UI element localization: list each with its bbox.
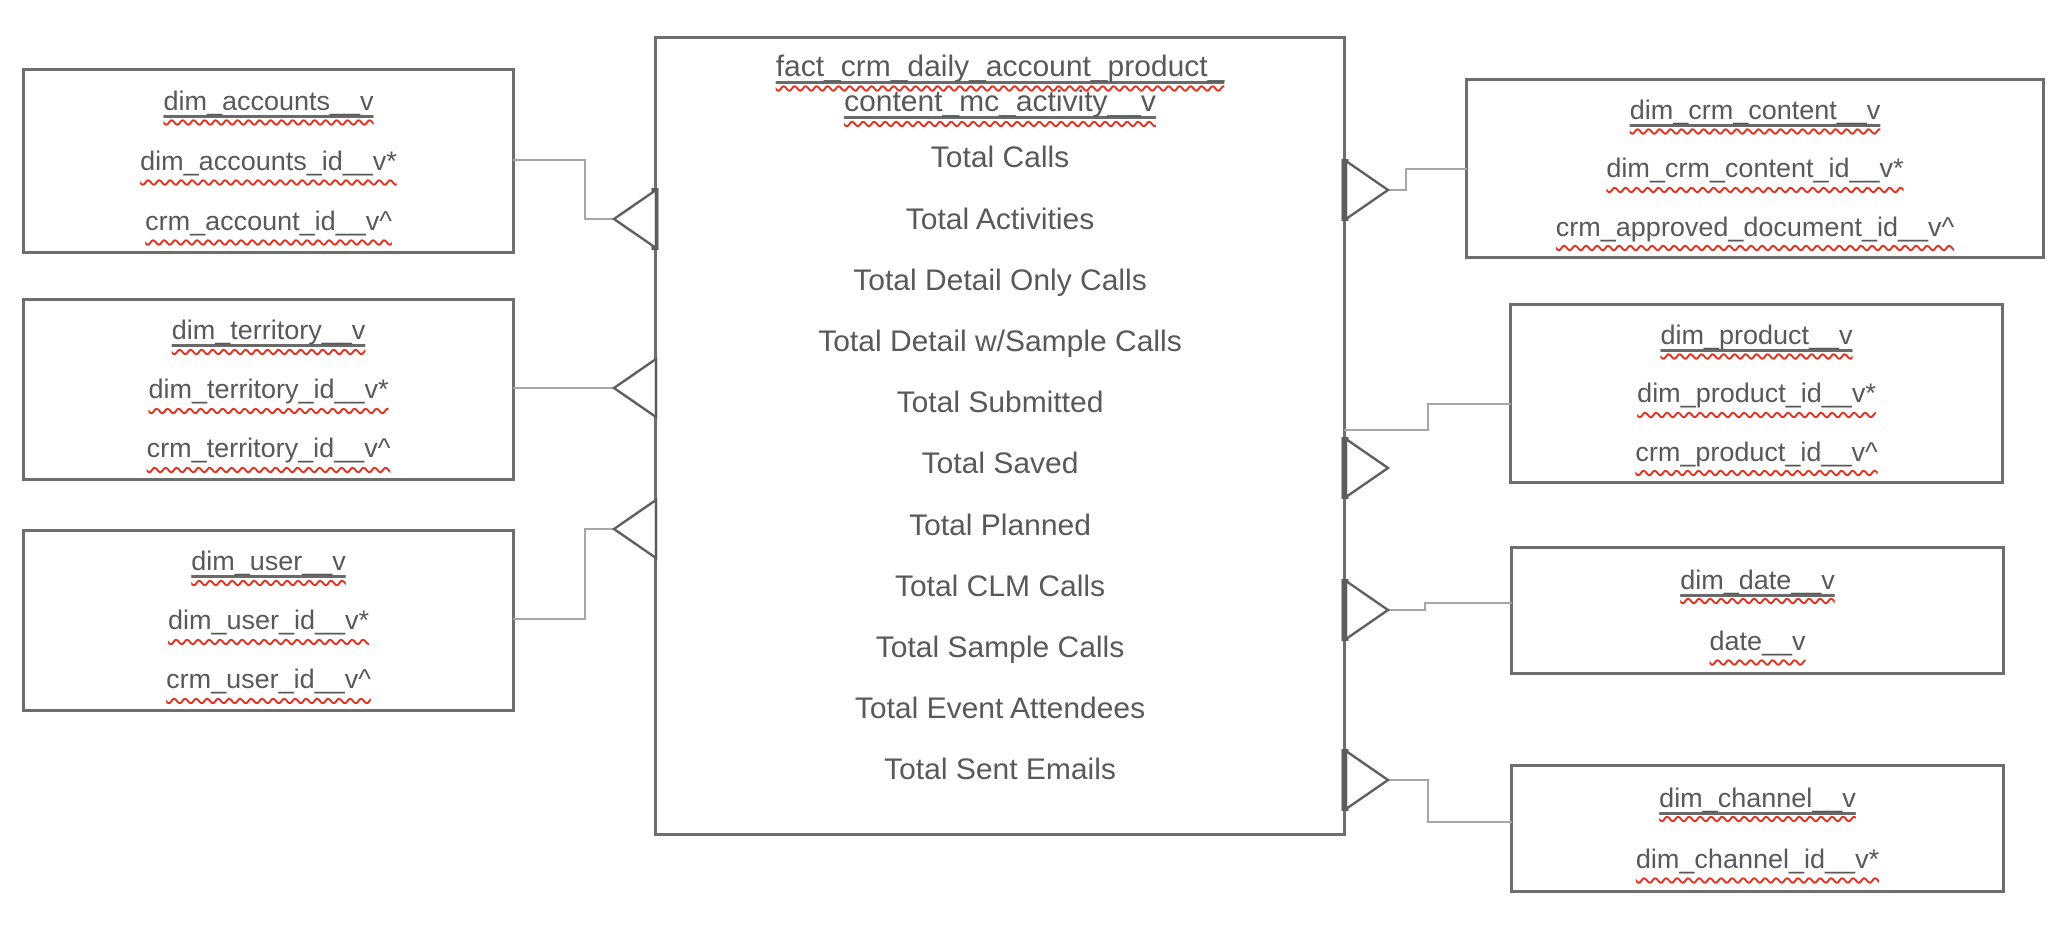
- many-marker-territory-icon: [611, 356, 658, 420]
- table-title: dim_crm_content__v: [1629, 94, 1881, 125]
- table-title: dim_user__v: [191, 546, 346, 577]
- table-dim-crm-content: dim_crm_content__v dim_crm_content_id__v…: [1465, 78, 2045, 259]
- many-marker-date-icon: [1344, 578, 1391, 642]
- table-title: dim_date__v: [1680, 564, 1835, 595]
- table-title: dim_product__v: [1660, 319, 1853, 350]
- field-row: crm_user_id__v^: [166, 664, 371, 695]
- table-dim-accounts: dim_accounts__v dim_accounts_id__v* crm_…: [22, 68, 515, 254]
- table-dim-product: dim_product__v dim_product_id__v* crm_pr…: [1509, 303, 2004, 484]
- many-marker-accounts-icon: [611, 187, 658, 251]
- field-row: dim_product_id__v*: [1637, 378, 1876, 409]
- table-dim-territory: dim_territory__v dim_territory_id__v* cr…: [22, 298, 515, 481]
- measure-row: Total Sent Emails: [884, 753, 1116, 787]
- measure-row: Total Planned: [909, 508, 1091, 542]
- table-dim-channel: dim_channel__v dim_channel_id__v*: [1510, 764, 2005, 893]
- measure-row: Total Sample Calls: [875, 631, 1125, 664]
- measure-row: Total Activities: [905, 202, 1095, 236]
- table-title: dim_accounts__v: [163, 85, 374, 116]
- connector-fact-to-dim-date: [1344, 602, 1512, 611]
- field-row: dim_channel_id__v*: [1635, 844, 1880, 875]
- field-row: crm_approved_document_id__v^: [1555, 211, 1955, 242]
- measure-row: Total Detail w/Sample Calls: [818, 324, 1182, 358]
- measure-row: Total Saved: [921, 447, 1079, 481]
- table-dim-user: dim_user__v dim_user_id__v* crm_user_id_…: [22, 529, 515, 712]
- table-title: dim_channel__v: [1659, 782, 1856, 813]
- field-row: date__v: [1709, 626, 1806, 657]
- measure-row: Total Calls: [930, 141, 1070, 175]
- field-row: dim_accounts_id__v*: [140, 145, 397, 176]
- connector-fact-to-dim-channel: [1387, 779, 1512, 823]
- many-marker-user-icon: [611, 497, 658, 561]
- table-title: dim_territory__v: [171, 315, 366, 346]
- field-row: crm_product_id__v^: [1635, 436, 1878, 467]
- connector-dim-accounts-to-fact: [513, 159, 614, 220]
- fact-bottom-spacer: [657, 801, 1343, 833]
- connector-dim-user-to-fact: [513, 528, 614, 620]
- many-marker-product-icon: [1344, 436, 1391, 500]
- fact-measure-list: Total Calls Total Activities Total Detai…: [657, 128, 1343, 833]
- connector-fact-to-dim-product: [1344, 403, 1511, 431]
- table-dim-date: dim_date__v date__v: [1510, 546, 2005, 675]
- field-row: crm_territory_id__v^: [146, 433, 391, 464]
- measure-row: Total Submitted: [896, 386, 1104, 420]
- connector-fact-to-dim-crm-content: [1387, 168, 1467, 191]
- field-row: dim_territory_id__v*: [148, 374, 389, 405]
- field-row: crm_account_id__v^: [145, 205, 392, 236]
- measure-row: Total Detail Only Calls: [853, 263, 1147, 297]
- table-fact-crm-daily-account-product-content-mc-activity: fact_crm_daily_account_product_ content_…: [654, 36, 1346, 836]
- field-row: dim_user_id__v*: [167, 605, 370, 636]
- many-marker-channel-icon: [1344, 748, 1391, 812]
- many-marker-crm-content-icon: [1344, 158, 1391, 222]
- measure-row: Total CLM Calls: [894, 569, 1106, 603]
- fact-table-title: fact_crm_daily_account_product_ content_…: [775, 50, 1225, 119]
- field-row: dim_crm_content_id__v*: [1606, 153, 1904, 184]
- measure-row: Total Event Attendees: [854, 692, 1146, 726]
